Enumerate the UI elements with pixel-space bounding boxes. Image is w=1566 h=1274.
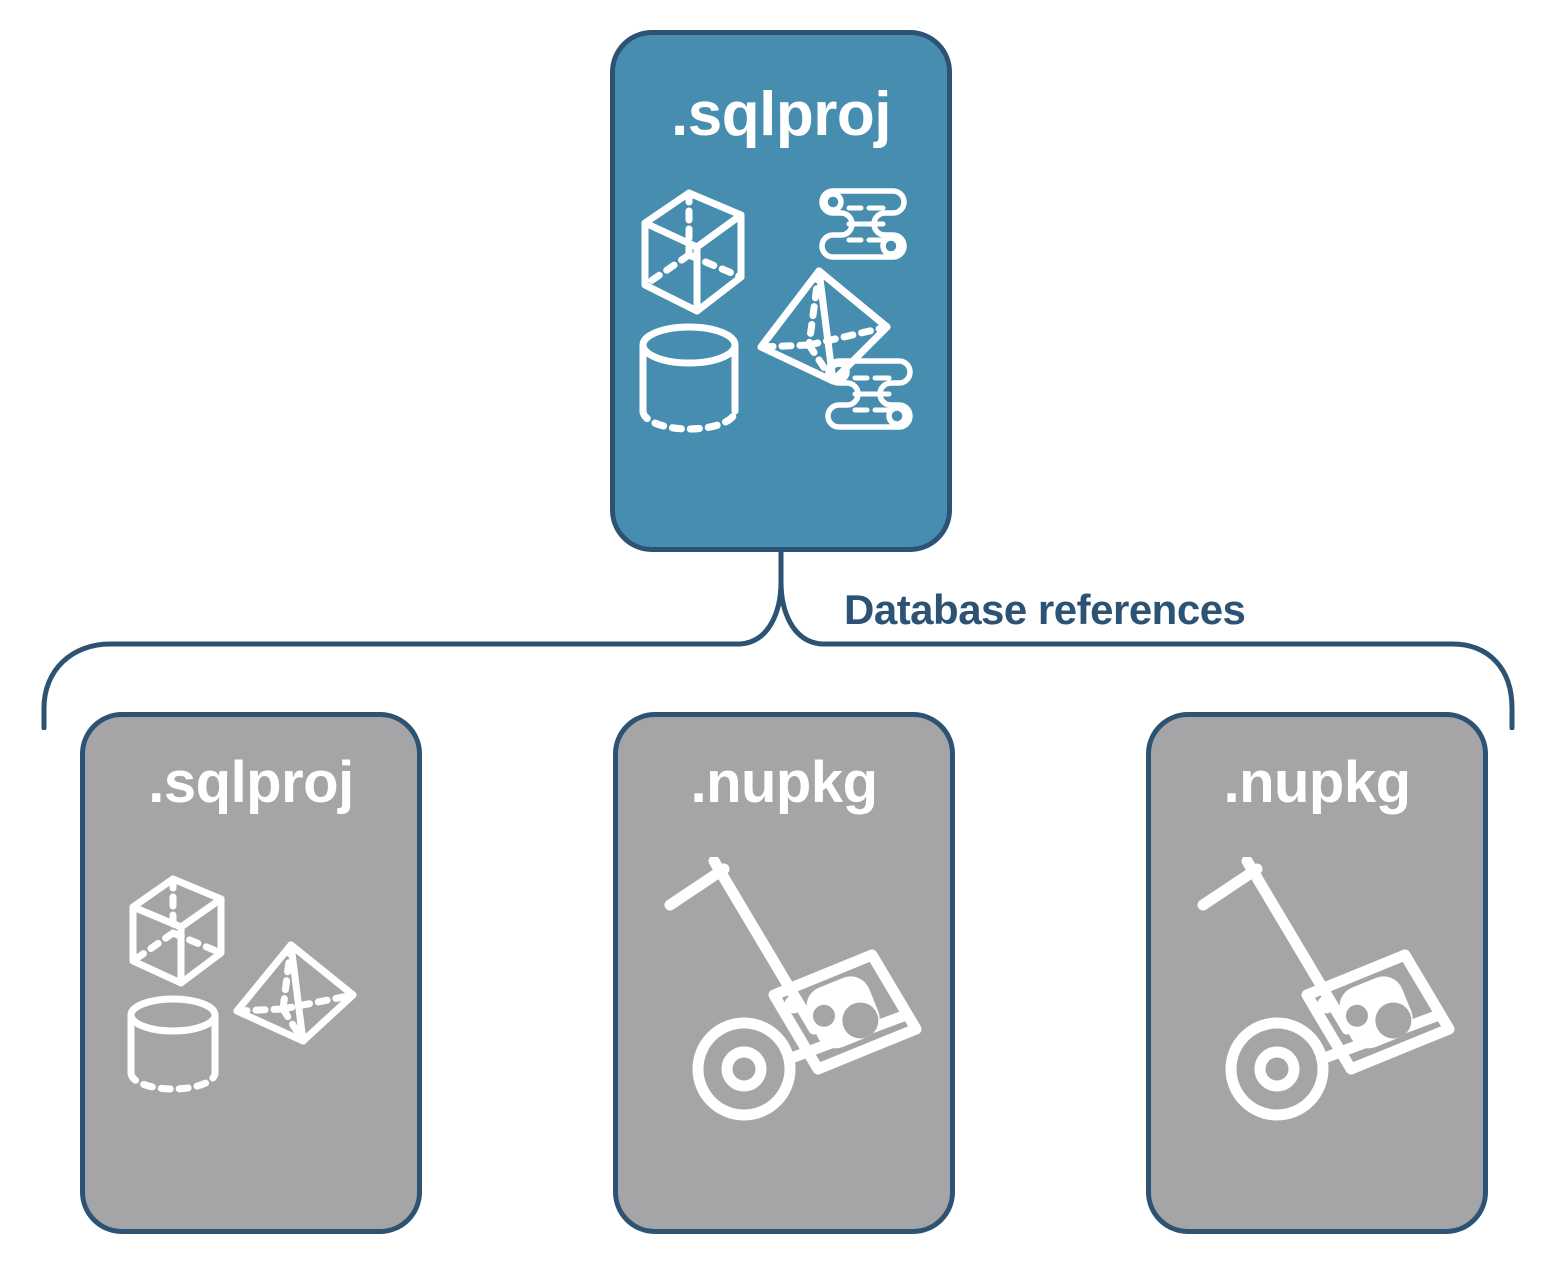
cylinder-icon: [639, 323, 739, 433]
child-shapes-artwork: [127, 875, 357, 1093]
card-child-sqlproj[interactable]: .sqlproj: [80, 712, 422, 1234]
nupkg-handtruck-artwork: [664, 857, 922, 1121]
card-child-nupkg-2[interactable]: .nupkg: [1146, 712, 1488, 1234]
scroll-icon: [819, 188, 907, 260]
scroll-icon: [825, 358, 913, 430]
connector-label: Database references: [844, 586, 1246, 633]
nupkg-handtruck-artwork: [1197, 857, 1455, 1121]
pyramid-icon: [757, 267, 891, 385]
cube-icon: [129, 875, 225, 987]
hand-truck-icon: [664, 857, 912, 1121]
nuget-package-icon: [768, 949, 922, 1075]
cylinder-icon: [127, 995, 219, 1093]
root-shapes-artwork: [639, 188, 913, 433]
hand-truck-icon: [1197, 857, 1445, 1121]
pyramid-icon: [233, 941, 357, 1045]
cube-icon: [641, 189, 745, 315]
card-child-title: .sqlproj: [148, 750, 354, 815]
card-child-title: .nupkg: [690, 750, 878, 815]
nuget-package-icon: [1301, 949, 1455, 1075]
card-child-title: .nupkg: [1223, 750, 1411, 815]
card-root-sqlproj[interactable]: .sqlproj: [610, 30, 952, 552]
card-root-title: .sqlproj: [671, 80, 891, 149]
card-child-nupkg-1[interactable]: .nupkg: [613, 712, 955, 1234]
database-references-bracket: [41, 550, 1515, 730]
